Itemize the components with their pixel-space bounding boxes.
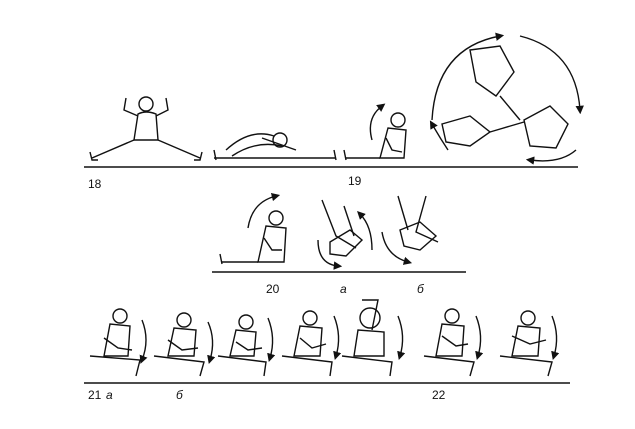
figure-22-pose-2 <box>281 310 342 377</box>
figure-label-20: 20 <box>266 282 280 296</box>
figure-19-seated-foot-hold <box>343 103 407 161</box>
figure-22-pose-5 <box>499 310 560 377</box>
figure-22-pose-3 <box>341 299 406 377</box>
figure-label-19: 19 <box>348 174 362 188</box>
figure-18-forward-bend <box>213 132 337 161</box>
figure-20a-hand-foot-detail <box>317 199 373 270</box>
figure-20-seated-reach <box>219 192 287 265</box>
figure-label-20b: б <box>417 282 424 296</box>
figure-21b-seated-hold <box>153 312 216 377</box>
figure-20b-hand-foot-detail <box>381 195 439 265</box>
figure-label-21a: а <box>106 388 113 402</box>
figure-22-pose-1 <box>217 314 276 377</box>
figure-label-21b: б <box>176 388 183 402</box>
figure-21a-seated-hold <box>89 308 148 377</box>
figure-label-21: 21 <box>88 388 102 402</box>
figure-label-22: 22 <box>432 388 446 402</box>
figure-18-straddle-sit <box>89 96 203 161</box>
figure-19-foot-rotation-detail <box>429 32 584 165</box>
figure-label-18: 18 <box>88 177 102 191</box>
figure-22-pose-4 <box>423 308 484 377</box>
figure-label-20a: а <box>340 282 347 296</box>
